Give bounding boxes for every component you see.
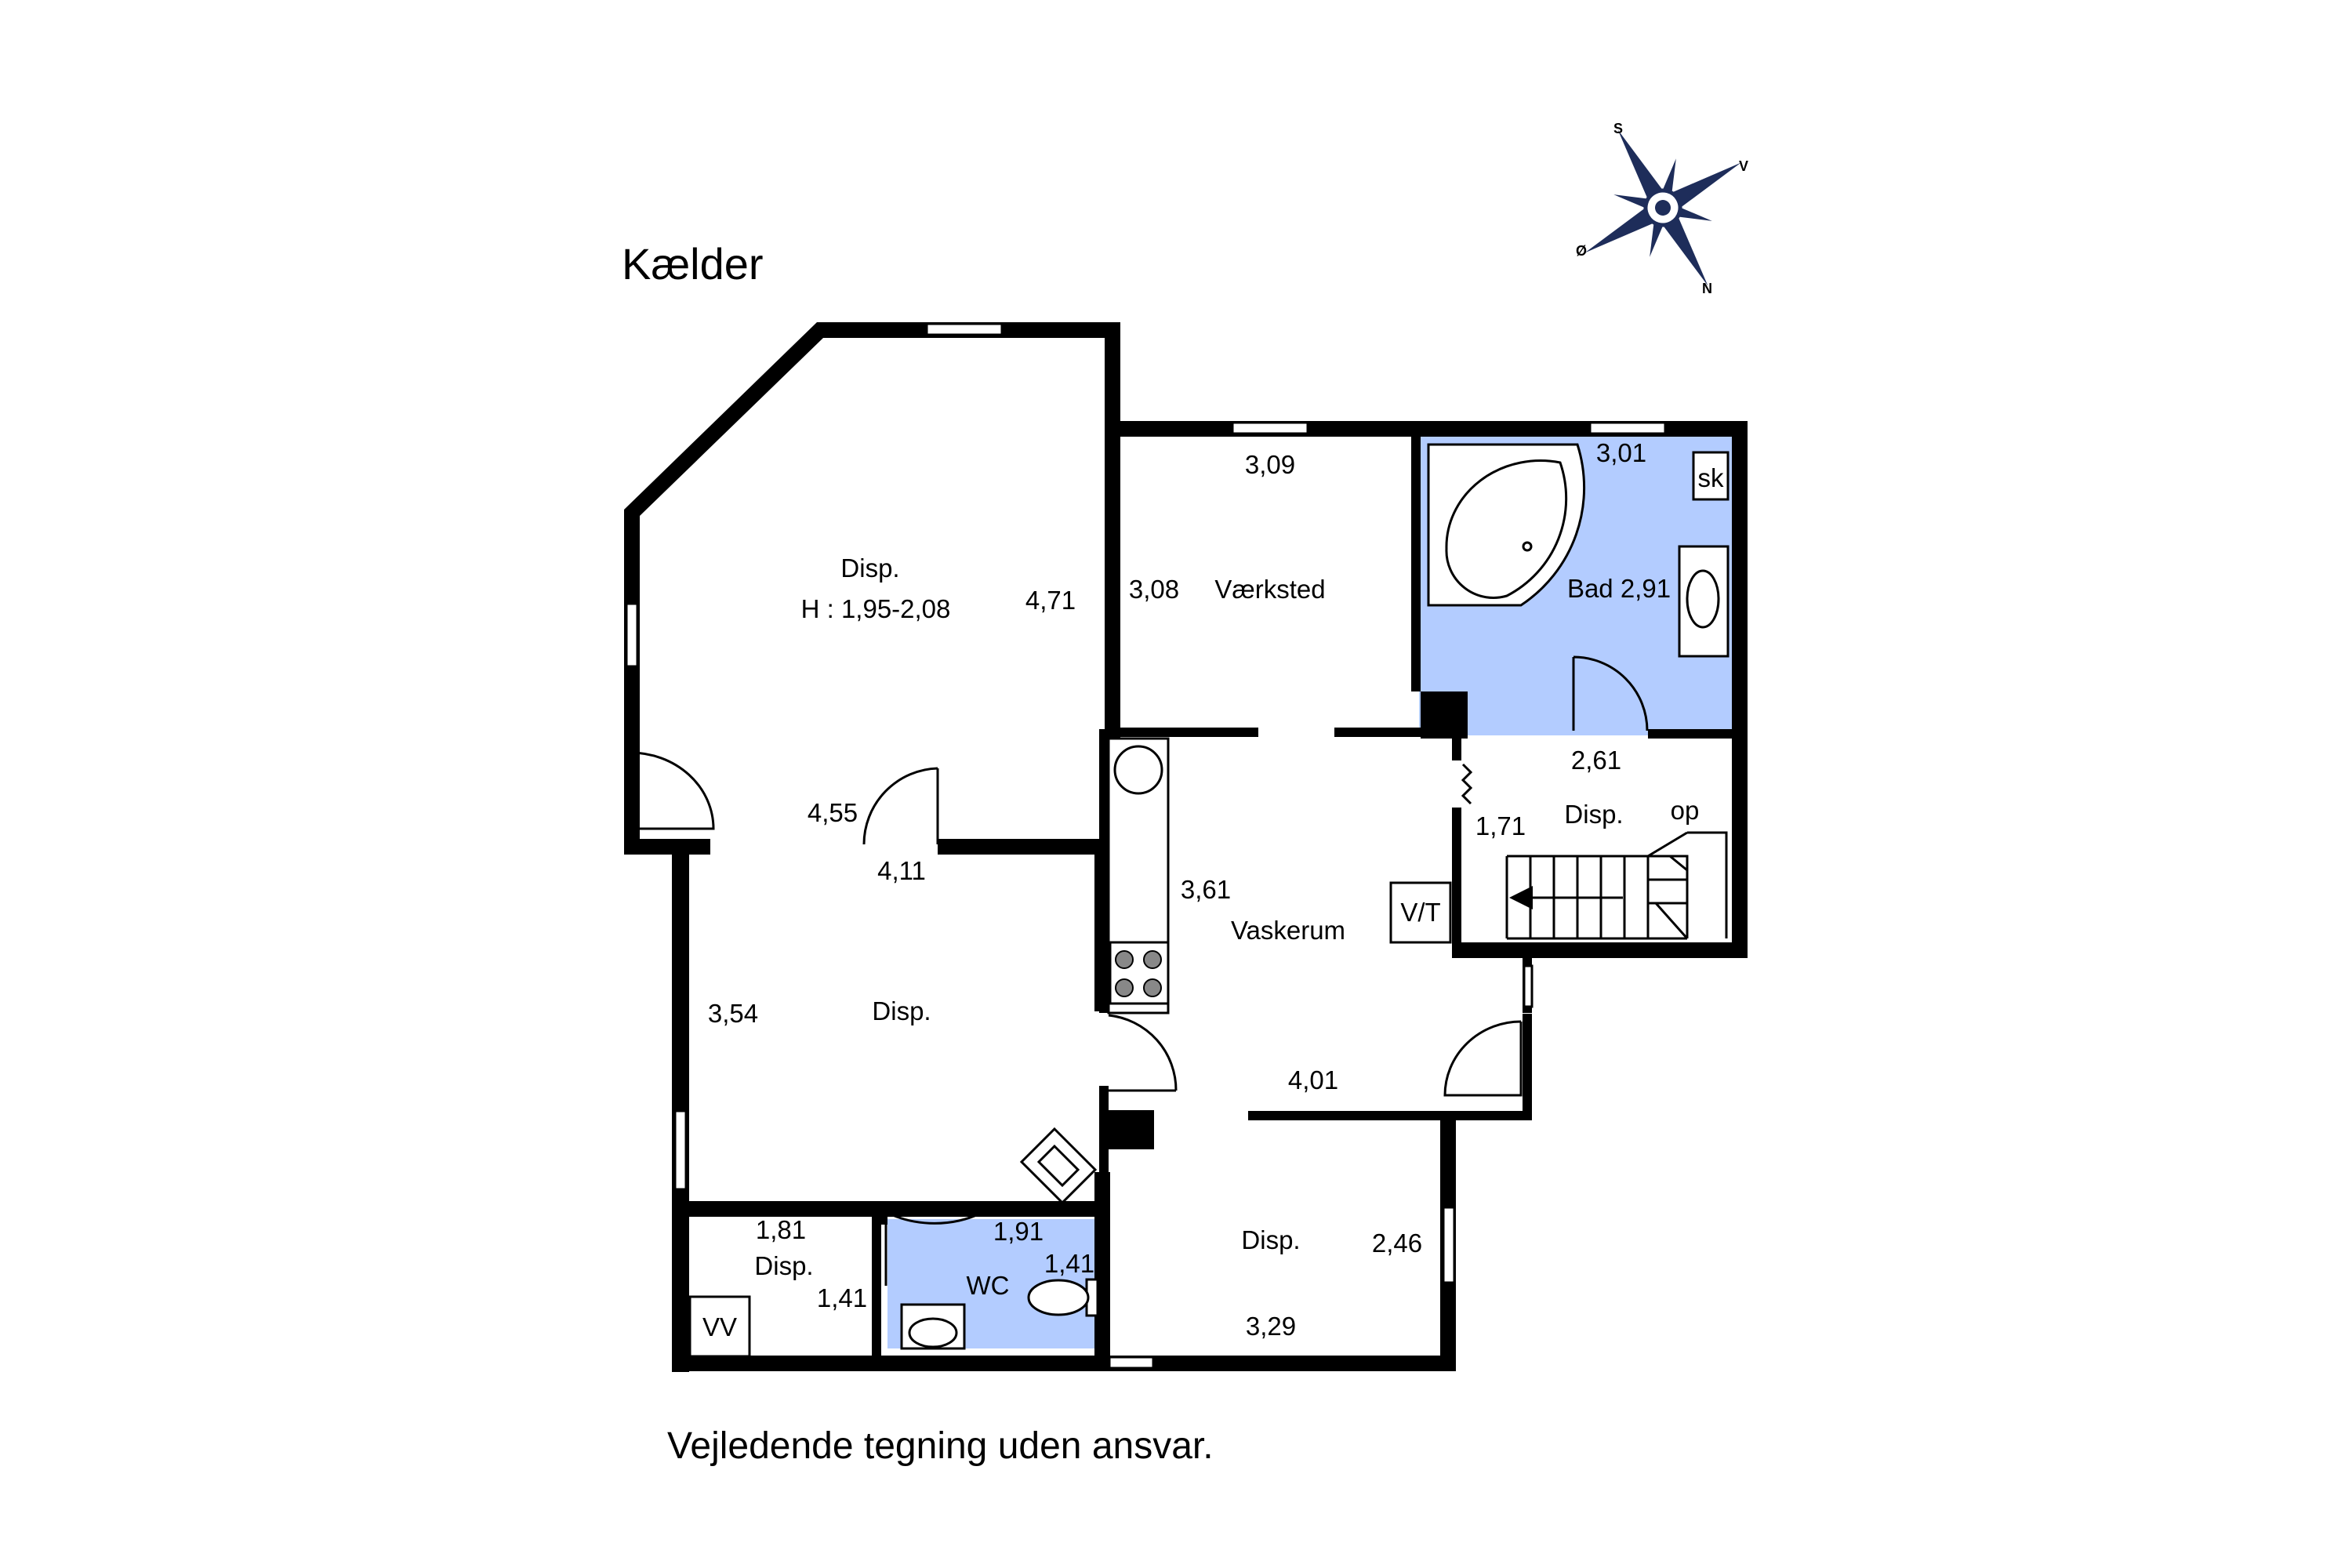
vaskerum-name: Vaskerum <box>1231 916 1345 945</box>
tub-drain <box>1522 541 1533 552</box>
wall-ul-bottom-b <box>938 839 1120 855</box>
vaskerum-dim-bottom: 4,01 <box>1288 1065 1338 1094</box>
disp-mid-name: Disp. <box>872 996 931 1025</box>
disp-stair-dim-left: 1,71 <box>1475 811 1526 840</box>
compass-n: N <box>1702 281 1712 296</box>
disp-mid-dim-top: 4,11 <box>877 856 926 885</box>
wall-wc-top-stub <box>872 1201 887 1225</box>
stove <box>1109 941 1170 1005</box>
vaskerum-dim-left: 3,61 <box>1181 875 1231 904</box>
disp-small-name: Disp. <box>754 1251 813 1280</box>
compass-o: Ø <box>1576 243 1587 259</box>
furnace <box>1019 1127 1098 1205</box>
vv-label: VV <box>702 1312 737 1341</box>
tub-inner <box>1445 459 1568 599</box>
wall-vaerksted-bad <box>1411 421 1421 691</box>
vt-box <box>1389 881 1452 944</box>
door-mid <box>1108 1014 1178 1092</box>
wall-bottom-outer <box>672 1356 1456 1371</box>
door-bad <box>1572 655 1649 731</box>
window-ul-left <box>625 602 639 668</box>
disp-top-name: Disp. <box>840 554 899 583</box>
bad-name: Bad 2,91 <box>1567 574 1671 603</box>
wall-small-top <box>672 1201 1107 1217</box>
disp-top-height: H : 1,95-2,08 <box>801 594 951 623</box>
disp-small-dim-top: 1,81 <box>756 1215 806 1244</box>
window-ul-top <box>925 322 1004 336</box>
door-ul-bottom <box>862 767 939 845</box>
stairs <box>1505 831 1728 940</box>
wall-vaskerum-bottom <box>1248 1111 1532 1120</box>
wall-diagonal <box>624 322 839 517</box>
compass-needle-main <box>1617 129 1667 208</box>
vaskerum-vt: V/T <box>1400 898 1440 927</box>
window-bottom <box>1108 1356 1155 1370</box>
wall-stub <box>1099 1110 1154 1149</box>
wall-small-wc <box>872 1217 881 1356</box>
compass-v: V <box>1739 158 1748 174</box>
door-wc <box>887 1211 982 1225</box>
wall-mid-right-top <box>1094 847 1110 1011</box>
wall-vaerksted-bottom-b <box>1334 728 1460 737</box>
vv-box <box>688 1295 751 1358</box>
wc-dim-top: 1,91 <box>993 1217 1044 1246</box>
window-disp-right <box>1442 1206 1456 1284</box>
door-vaskerum-right <box>1443 1020 1523 1097</box>
compass-s: S <box>1613 121 1623 136</box>
wall-vaerksted-bottom-a <box>1105 728 1258 737</box>
disp-small-dim-right: 1,41 <box>817 1283 867 1312</box>
plan-title: Kælder <box>622 239 764 289</box>
vent-fan <box>1113 745 1163 795</box>
window-vaerksted-top <box>1231 421 1309 435</box>
wall-stair-bottom <box>1452 942 1748 958</box>
disp-bottom-name: Disp. <box>1241 1225 1300 1254</box>
vaerksted-name: Værksted <box>1214 575 1325 604</box>
wall-ul-right <box>1105 322 1120 847</box>
disp-top-dim-right: 4,71 <box>1025 586 1076 615</box>
wall-ul-left <box>624 510 640 855</box>
bad-sink <box>1686 569 1720 629</box>
door-ul-left <box>629 751 715 830</box>
corner-tub <box>1427 443 1586 607</box>
wall-wc-right <box>1094 1172 1110 1368</box>
bad-dim-top: 3,01 <box>1596 438 1646 467</box>
disp-stair-dim-top: 2,61 <box>1571 746 1621 775</box>
disp-bottom-dim-bottom: 3,29 <box>1246 1312 1296 1341</box>
disp-stair-op: op <box>1671 796 1700 825</box>
toilet <box>1027 1278 1099 1317</box>
bad-sk-label: sk <box>1698 463 1725 492</box>
wc-name: WC <box>967 1271 1010 1300</box>
wall-stair-left-a <box>1452 729 1461 760</box>
disp-top-dim-bottom: 4,55 <box>808 798 858 827</box>
wc-sink <box>900 1303 966 1350</box>
disp-mid-dim-left: 3,54 <box>708 999 758 1028</box>
wc-dim-right: 1,41 <box>1044 1249 1094 1278</box>
vaerksted-dim-left: 3,08 <box>1129 575 1179 604</box>
disp-bottom-dim-right: 2,46 <box>1372 1229 1422 1258</box>
sk-cabinet <box>1692 451 1730 501</box>
wall-vaskerum-right-b <box>1523 1014 1532 1120</box>
wall-ul-bottom-a <box>624 839 710 855</box>
window-vaskerum-right <box>1523 964 1534 1008</box>
walls <box>624 322 1748 1372</box>
compass-rose <box>1584 129 1741 286</box>
footer-disclaimer: Vejledende tegning uden ansvar. <box>667 1425 1214 1467</box>
fixtures <box>688 443 1730 1358</box>
window-bad-top <box>1588 421 1667 435</box>
radiator <box>1461 763 1473 805</box>
wall-left-outer <box>672 1201 689 1371</box>
wall-stair-left-b <box>1452 808 1461 958</box>
vaerksted-dim-top: 3,09 <box>1245 450 1295 479</box>
window-mid-left <box>673 1109 688 1191</box>
stair-arrow <box>1509 886 1533 909</box>
doors <box>629 655 1649 1286</box>
disp-stair-name: Disp. <box>1564 800 1623 829</box>
wall-bad-bottom <box>1648 729 1734 739</box>
windows <box>625 322 1667 1370</box>
wall-right-outer <box>1732 421 1748 958</box>
